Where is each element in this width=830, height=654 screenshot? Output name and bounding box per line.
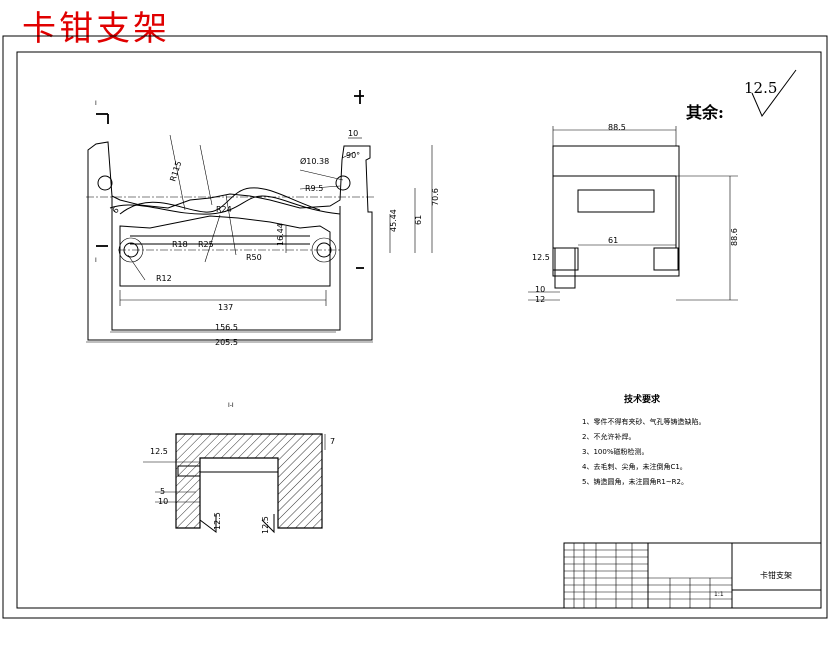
surface-roughness-note: 其余: 12.5 xyxy=(686,69,797,122)
dim-156-5: 156.5 xyxy=(215,323,238,332)
dim-r115: R115 xyxy=(168,160,183,183)
dim-6: 6 xyxy=(111,206,121,216)
section-view: I-I 12.5 5 10 12.5 12.5 7 xyxy=(143,402,335,534)
roughness-value: 12.5 xyxy=(744,79,777,97)
dim-137: 137 xyxy=(218,303,233,312)
tech-item: 2、不允许补焊。 xyxy=(582,432,635,441)
section-dim-7: 7 xyxy=(330,437,335,446)
tech-item: 5、铸造圆角，未注圆角R1~R2。 xyxy=(582,477,688,486)
tech-item: 4、去毛刺、尖角，未注倒角C1。 xyxy=(582,462,687,471)
dim-70-6: 70.6 xyxy=(431,188,440,206)
tech-item: 1、零件不得有夹砂、气孔等铸造缺陷。 xyxy=(582,417,705,426)
side-dim-12: 12 xyxy=(535,295,545,304)
section-dim-5: 5 xyxy=(160,487,165,496)
dim-16-44: 16.44 xyxy=(276,223,285,246)
roughness-label: 其余: xyxy=(686,103,724,122)
side-dim-61: 61 xyxy=(608,236,618,245)
inner-border xyxy=(16,51,822,609)
side-rough: 12.5 xyxy=(532,253,550,262)
dim-205-5: 205.5 xyxy=(215,338,238,347)
title-block: 卡钳支架 1:1 xyxy=(563,542,822,609)
dim-r9-5: R9.5 xyxy=(305,184,323,193)
outer-border xyxy=(2,35,828,619)
dim-hole-dia: Ø10.38 xyxy=(300,156,329,166)
dim-10: 10 xyxy=(348,129,358,138)
section-dim-10: 10 xyxy=(158,497,168,506)
side-dim-88-6: 88.6 xyxy=(730,228,739,246)
section-mark-bottom-left: I xyxy=(95,257,97,264)
tech-heading: 技术要求 xyxy=(624,393,661,405)
side-view: 88.5 61 88.6 12.5 10 12 xyxy=(528,123,739,304)
section-mark-top-left: I xyxy=(95,100,97,107)
dim-r12: R12 xyxy=(156,274,172,283)
side-dim-88-5: 88.5 xyxy=(608,123,626,132)
tech-item: 3、100%磁粉检测。 xyxy=(582,447,648,456)
section-label: I-I xyxy=(228,402,234,409)
dim-angle: 90° xyxy=(346,151,360,160)
title-block-scale: 1:1 xyxy=(714,591,724,598)
front-view: I I xyxy=(86,90,440,347)
dim-r24: R24 xyxy=(216,205,232,214)
dim-r25: R25 xyxy=(198,240,214,249)
technical-requirements: 技术要求 1、零件不得有夹砂、气孔等铸造缺陷。 2、不允许补焊。 3、100%磁… xyxy=(582,393,705,486)
section-rough-a: 12.5 xyxy=(213,512,222,530)
drawing-title: 卡钳支架 xyxy=(22,9,170,49)
section-rough-top: 12.5 xyxy=(150,447,168,456)
dim-61: 61 xyxy=(414,215,423,225)
dim-r18: R18 xyxy=(172,240,188,249)
dim-r50: R50 xyxy=(246,253,262,262)
section-rough-b: 12.5 xyxy=(261,516,270,534)
side-dim-10: 10 xyxy=(535,285,545,294)
dim-45-44: 45.44 xyxy=(389,209,398,232)
title-block-part-name: 卡钳支架 xyxy=(760,570,792,580)
